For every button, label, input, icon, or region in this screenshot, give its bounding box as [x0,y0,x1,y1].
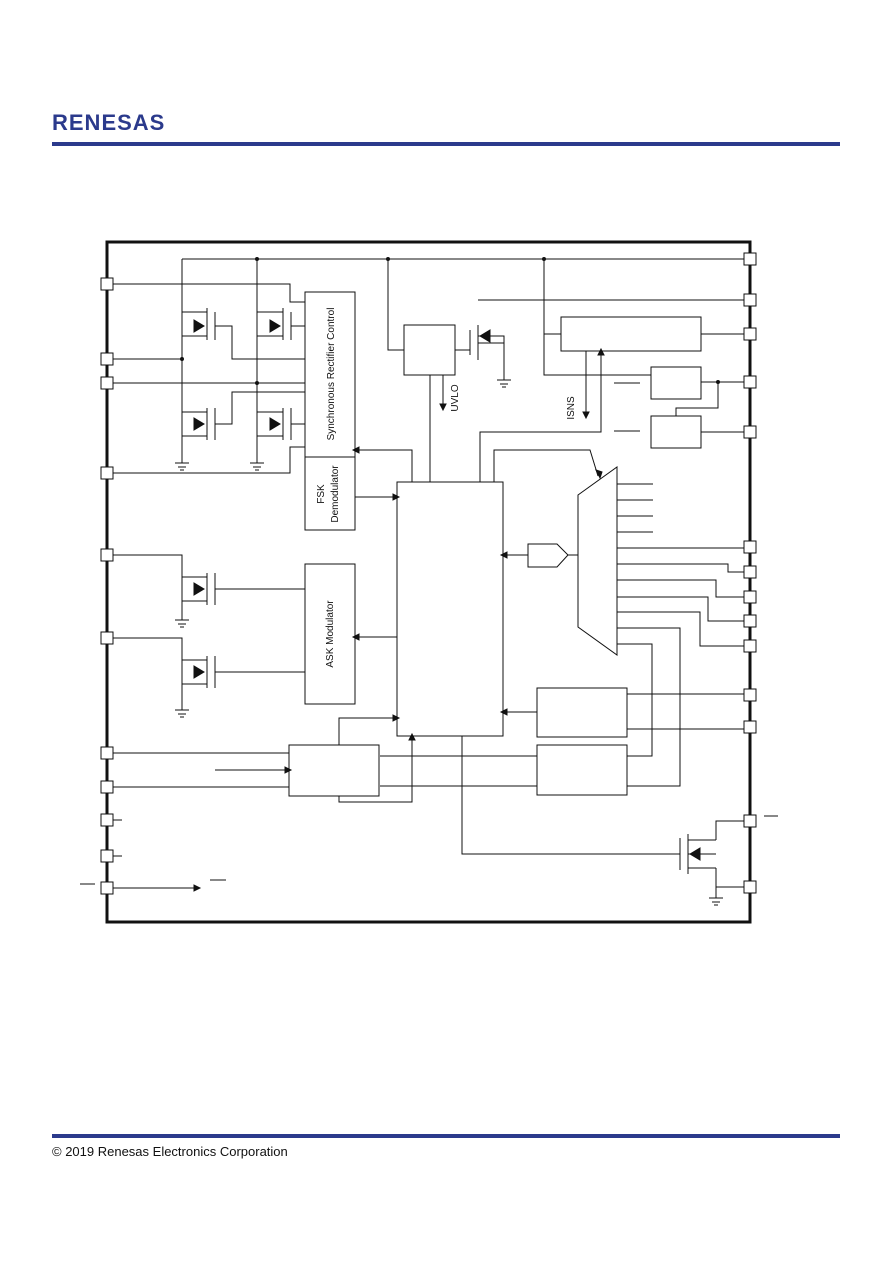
fsk-demodulator-block [304,456,356,531]
right-pins [743,252,757,894]
interface-block-2 [536,744,628,796]
rectifier-bridge [113,259,305,474]
fsk-label-line1: FSK [316,484,327,504]
ask-modulator-label: ASK Modulator [325,600,336,668]
uvlo-block [403,324,456,376]
footer-rule [52,1134,840,1138]
isns-label: ISNS [566,396,577,420]
regulator-block [560,316,702,352]
chip-outline [105,240,752,924]
logo-text: RENESAS [52,110,165,135]
comparator-block-2 [650,415,702,449]
io-block [288,744,380,797]
interface-block-1 [536,687,628,738]
left-pins [100,277,114,895]
comparator-block-1 [650,366,702,400]
uvlo-label: UVLO [450,384,461,411]
ask-mosfets [113,554,305,718]
sync-rect-control-label: Synchronous Rectifier Control [326,308,337,441]
ask-modulator-block [304,563,356,705]
fsk-label-line2: Demodulator [330,465,341,523]
renesas-logo: RENESAS [52,110,165,135]
copyright-text: © 2019 Renesas Electronics Corporation [52,1144,288,1159]
adc-mux [577,466,618,656]
header-rule [52,142,840,146]
mux-inputs [617,483,744,787]
main-controller-block [396,481,504,737]
